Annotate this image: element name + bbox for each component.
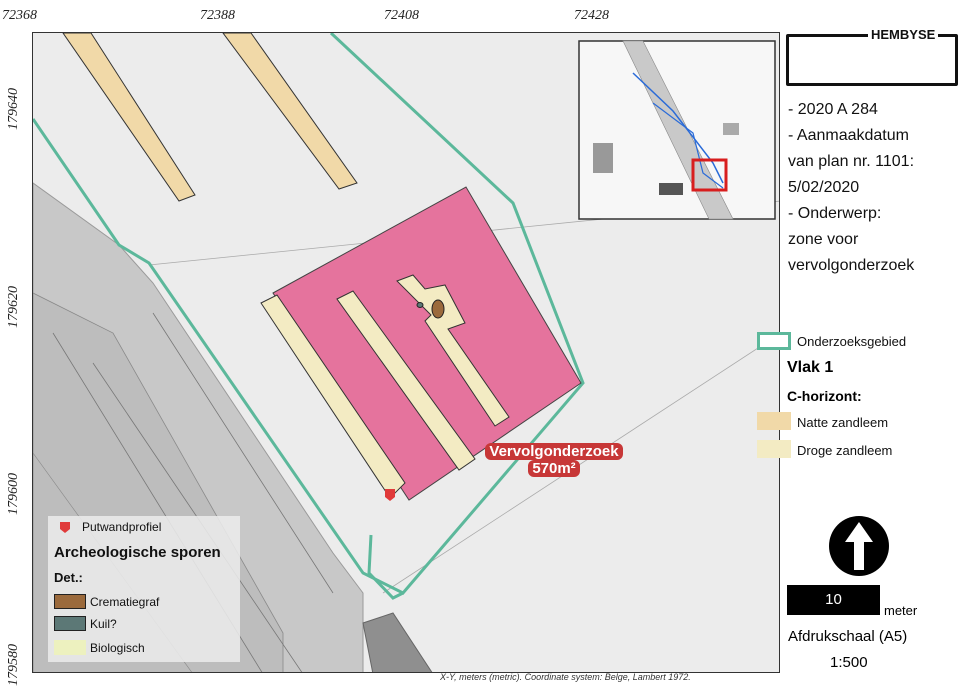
putwandprofiel-marker (385, 489, 395, 501)
vlak-title: Vlak 1 (787, 359, 834, 376)
y-tick-label: 179640 (6, 88, 21, 130)
swatch-biologisch (54, 640, 86, 655)
plan-info: - 2020 A 284 - Aanmaakdatum van plan nr.… (788, 97, 958, 279)
c-horizon-title: C-horizont: (787, 388, 862, 404)
road-line (152, 312, 334, 594)
trench-natte (222, 33, 358, 190)
swatch-kuil (54, 616, 86, 631)
parcel-line (382, 333, 779, 594)
plan-info-line: van plan nr. 1101: (788, 153, 915, 170)
y-tick-label: 179580 (6, 644, 21, 686)
y-tick-label: 179620 (6, 286, 21, 328)
legend-item-label: Biologisch (90, 641, 145, 655)
plan-info-line: - Aanmaakdatum (788, 127, 909, 144)
inset-map (578, 40, 776, 220)
legend-item-label: Crematiegraf (90, 595, 160, 609)
legend-item-label: Droge zandleem (797, 443, 893, 458)
legend-item-label: Kuil? (90, 617, 117, 631)
swatch-droge-zandleem (757, 440, 791, 458)
legend-study-area-label: Onderzoeksgebied (797, 334, 907, 349)
zone-label: Vervolgonderzoek 570m² (466, 443, 642, 477)
print-scale-label: Afdrukschaal (A5) (788, 628, 908, 645)
coordinate-system-note: X-Y, meters (metric). Coordinate system:… (440, 672, 691, 682)
swatch-study-area (757, 332, 791, 350)
trench-droge (336, 290, 476, 471)
y-tick-label: 179600 (6, 473, 21, 515)
x-tick-label: 72388 (200, 8, 235, 23)
trench-droge (260, 294, 406, 499)
legend-det: Det.: (54, 570, 83, 585)
scale-bar: 10 (787, 585, 880, 615)
plan-info-line: 5/02/2020 (788, 179, 860, 196)
trench-droge (396, 274, 510, 427)
plan-info-line: - 2020 A 284 (788, 101, 878, 118)
legend-title: Archeologische sporen (54, 544, 221, 561)
x-tick-label: 72368 (2, 8, 37, 23)
plan-info-line: zone voor (788, 231, 859, 248)
print-scale-ratio: 1:500 (830, 654, 868, 671)
plan-info-line: - Onderwerp: (788, 205, 882, 222)
north-arrow-icon (829, 516, 889, 576)
legend-item-label: Natte zandleem (797, 415, 889, 430)
swatch-crematiegraf (54, 594, 86, 609)
map-legend: Putwandprofiel Archeologische sporen Det… (48, 516, 240, 662)
plan-info-line: vervolgonderzoek (788, 257, 915, 274)
x-tick-label: 72408 (384, 8, 419, 23)
swatch-natte-zandleem (757, 412, 791, 430)
study-area-outline (33, 33, 585, 595)
trench-natte (62, 33, 196, 202)
inset-frame (691, 158, 728, 192)
scale-unit: meter (884, 603, 918, 618)
x-tick-label: 72428 (574, 8, 609, 23)
putwandprofiel-icon (60, 522, 70, 533)
building (362, 612, 433, 672)
org-name: HEMBYSE (868, 27, 939, 42)
kuil-feature (416, 302, 424, 308)
legend-profile-label: Putwandprofiel (82, 520, 162, 534)
crematiegraf-feature (431, 299, 445, 319)
